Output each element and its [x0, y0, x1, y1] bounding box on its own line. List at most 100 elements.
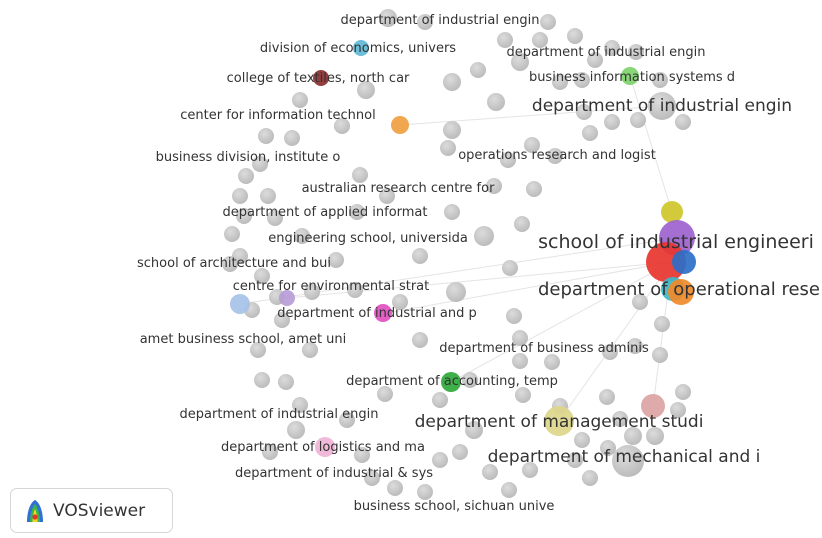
- node-label[interactable]: department of business adminis: [439, 341, 649, 356]
- network-node[interactable]: [652, 347, 668, 363]
- network-node[interactable]: [304, 284, 320, 300]
- node-label[interactable]: department of mechanical and i: [488, 447, 761, 467]
- network-node[interactable]: [352, 167, 368, 183]
- network-node[interactable]: [567, 28, 583, 44]
- network-node[interactable]: [482, 464, 498, 480]
- network-node[interactable]: [444, 204, 460, 220]
- node-label[interactable]: business division, institute o: [156, 150, 341, 165]
- network-node[interactable]: [252, 156, 268, 172]
- network-node[interactable]: [624, 427, 642, 445]
- network-node[interactable]: [315, 437, 335, 457]
- node-label[interactable]: operations research and logist: [458, 148, 656, 163]
- node-label[interactable]: business information systems d: [529, 70, 735, 85]
- node-label[interactable]: department of industrial engin: [507, 45, 706, 60]
- network-node[interactable]: [339, 412, 355, 428]
- network-node[interactable]: [500, 152, 516, 168]
- node-label[interactable]: centre for environmental strat: [233, 279, 429, 294]
- network-node[interactable]: [574, 72, 590, 88]
- network-node[interactable]: [262, 444, 278, 460]
- network-node[interactable]: [417, 484, 433, 500]
- network-node[interactable]: [501, 482, 517, 498]
- network-node[interactable]: [540, 14, 556, 30]
- node-label[interactable]: engineering school, universida: [268, 231, 468, 246]
- network-node[interactable]: [443, 73, 461, 91]
- network-node[interactable]: [670, 402, 686, 418]
- node-label[interactable]: department of industrial & sys: [235, 466, 433, 481]
- network-node[interactable]: [353, 40, 369, 56]
- network-node[interactable]: [522, 462, 538, 478]
- network-node[interactable]: [648, 92, 676, 120]
- network-node[interactable]: [627, 338, 643, 354]
- network-node[interactable]: [287, 421, 305, 439]
- network-node[interactable]: [632, 294, 648, 310]
- network-node[interactable]: [441, 372, 461, 392]
- network-node[interactable]: [412, 248, 428, 264]
- network-node[interactable]: [600, 440, 616, 456]
- network-node[interactable]: [232, 188, 248, 204]
- network-node[interactable]: [532, 32, 548, 48]
- node-label[interactable]: business school, sichuan unive: [354, 499, 555, 514]
- node-label[interactable]: department of operational rese: [538, 279, 820, 300]
- network-node[interactable]: [547, 148, 563, 164]
- network-node[interactable]: [357, 81, 375, 99]
- network-node[interactable]: [512, 353, 528, 369]
- node-label[interactable]: department of industrial and p: [277, 306, 476, 321]
- network-node[interactable]: [292, 92, 308, 108]
- network-node[interactable]: [668, 279, 694, 305]
- network-node[interactable]: [497, 32, 513, 48]
- network-node[interactable]: [470, 62, 486, 78]
- network-node[interactable]: [254, 372, 270, 388]
- node-label[interactable]: department of management studi: [415, 412, 704, 432]
- network-node[interactable]: [515, 387, 531, 403]
- node-label[interactable]: school of industrial engineeri: [538, 231, 814, 253]
- node-label[interactable]: department of applied informat: [222, 205, 427, 220]
- network-node[interactable]: [462, 372, 478, 388]
- network-node[interactable]: [452, 444, 468, 460]
- network-node[interactable]: [379, 188, 395, 204]
- network-node[interactable]: [506, 308, 522, 324]
- network-node[interactable]: [526, 181, 542, 197]
- network-node[interactable]: [387, 480, 403, 496]
- network-node[interactable]: [260, 188, 276, 204]
- network-node[interactable]: [612, 445, 644, 477]
- node-label[interactable]: division of economics, univers: [260, 41, 456, 56]
- network-node[interactable]: [377, 386, 393, 402]
- network-node[interactable]: [552, 74, 568, 90]
- network-node[interactable]: [254, 268, 270, 284]
- node-label[interactable]: department of industrial engin: [532, 96, 792, 116]
- network-node[interactable]: [279, 290, 295, 306]
- network-node[interactable]: [347, 282, 363, 298]
- network-node[interactable]: [313, 70, 329, 86]
- network-node[interactable]: [294, 228, 310, 244]
- network-node[interactable]: [302, 342, 318, 358]
- node-label[interactable]: amet business school, amet uni: [140, 332, 347, 347]
- network-node[interactable]: [391, 116, 409, 134]
- network-node[interactable]: [284, 130, 300, 146]
- network-node[interactable]: [432, 392, 448, 408]
- network-node[interactable]: [652, 72, 668, 88]
- network-node[interactable]: [486, 178, 502, 194]
- node-label[interactable]: department of accounting, temp: [346, 374, 558, 389]
- network-node[interactable]: [267, 210, 283, 226]
- network-node[interactable]: [222, 256, 238, 272]
- network-node[interactable]: [474, 226, 494, 246]
- network-node[interactable]: [432, 452, 448, 468]
- node-label[interactable]: center for information technol: [180, 108, 375, 123]
- network-node[interactable]: [374, 304, 392, 322]
- network-node[interactable]: [412, 332, 428, 348]
- network-node[interactable]: [544, 406, 574, 436]
- network-node[interactable]: [258, 128, 274, 144]
- network-node[interactable]: [511, 53, 529, 71]
- network-node[interactable]: [646, 242, 686, 282]
- network-node[interactable]: [576, 104, 592, 120]
- network-node[interactable]: [379, 9, 397, 27]
- network-node[interactable]: [524, 137, 540, 153]
- network-node[interactable]: [661, 201, 683, 223]
- network-node[interactable]: [238, 168, 254, 184]
- network-node[interactable]: [630, 112, 646, 128]
- network-node[interactable]: [628, 44, 644, 60]
- network-node[interactable]: [582, 125, 598, 141]
- network-node[interactable]: [604, 40, 620, 56]
- network-node[interactable]: [502, 260, 518, 276]
